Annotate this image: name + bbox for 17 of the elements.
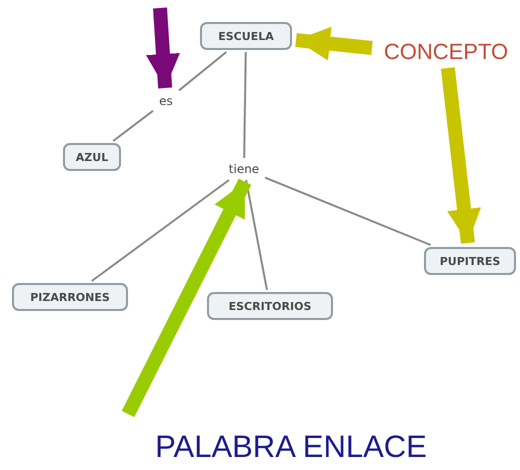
connector-line bbox=[243, 52, 247, 158]
block-arrow bbox=[440, 67, 481, 244]
concept-box: ESCRITORIOS bbox=[207, 292, 333, 320]
connector-line bbox=[264, 176, 432, 246]
block-arrow bbox=[146, 8, 180, 88]
block-arrow bbox=[122, 178, 252, 418]
concept-box: ESCUELA bbox=[200, 22, 292, 50]
linking-word-annotation: PALABRA ENLACE bbox=[128, 428, 454, 466]
connector-line bbox=[245, 180, 268, 290]
concept-box: AZUL bbox=[63, 143, 121, 171]
concept-box: PUPITRES bbox=[424, 247, 516, 275]
connector-line bbox=[91, 179, 230, 282]
block-arrow bbox=[295, 26, 373, 60]
connector-line bbox=[112, 110, 154, 142]
concept-box: PIZARRONES bbox=[12, 283, 128, 311]
concept-annotation: CONCEPTO bbox=[376, 38, 516, 66]
connector-line bbox=[178, 51, 227, 92]
